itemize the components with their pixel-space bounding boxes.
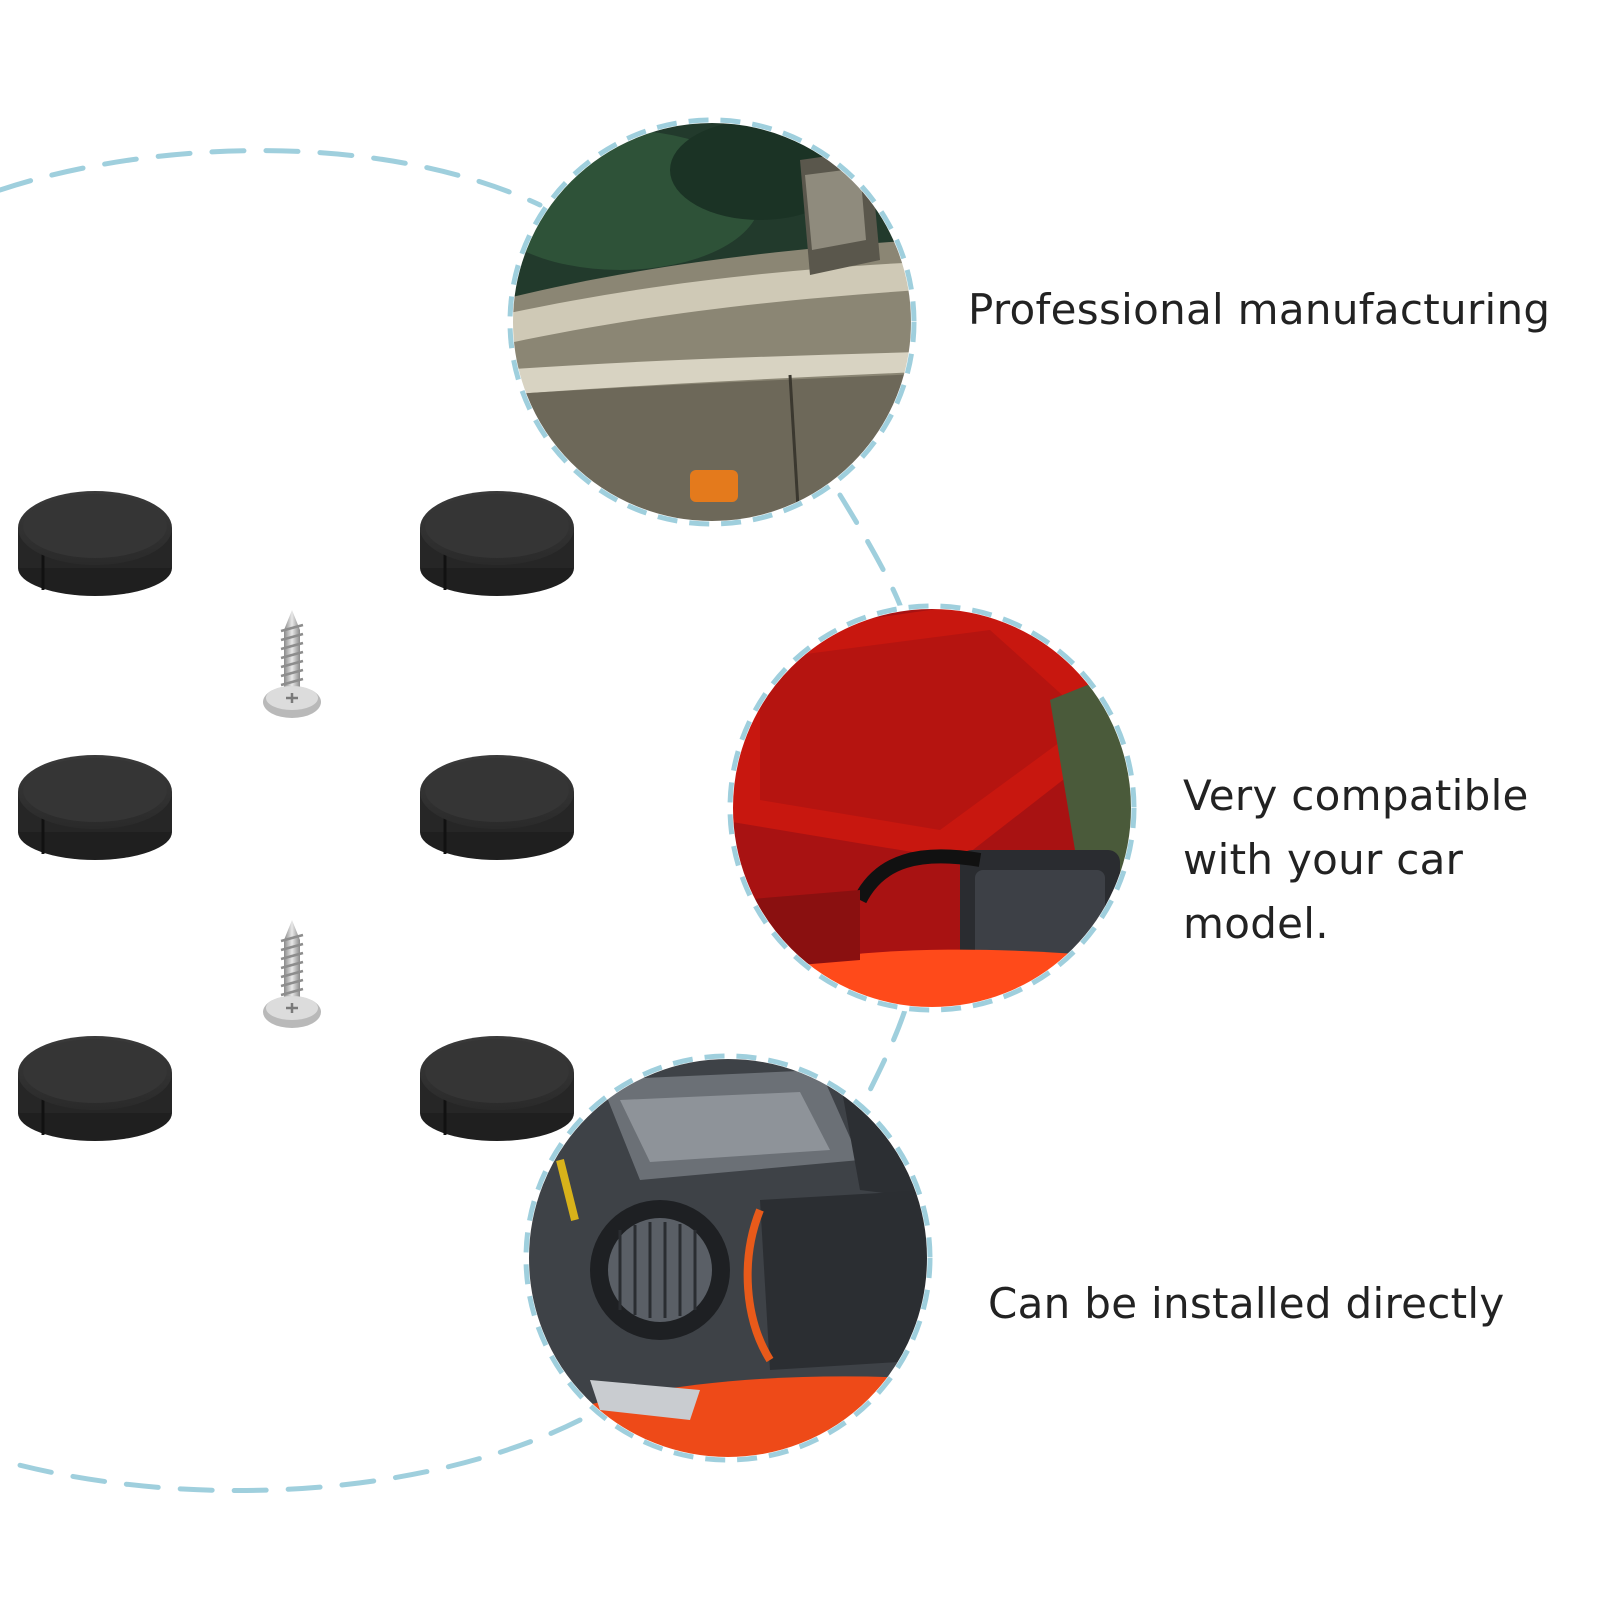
dashed-connector-arc <box>0 148 908 1494</box>
feature-caption-professional-manufacturing: Professional manufacturing <box>968 278 1550 342</box>
rubber-pad <box>18 491 172 596</box>
feature-caption-compatibility: Very compatible with your car model. <box>1183 764 1529 956</box>
rubber-pads-group <box>18 491 574 1141</box>
screws-group <box>263 610 321 1028</box>
car-body-panel-photo <box>507 117 917 527</box>
rubber-pad <box>18 1036 172 1141</box>
open-car-hood-photo <box>727 603 1137 1013</box>
feature-caption-line: Very compatible <box>1183 771 1529 820</box>
rubber-pad <box>420 755 574 860</box>
feature-caption-line: model. <box>1183 899 1329 948</box>
screw <box>263 920 321 1028</box>
feature-caption-line: Professional manufacturing <box>968 285 1551 334</box>
feature-caption-line: Can be installed directly <box>988 1279 1505 1328</box>
dashed-arc-path <box>0 148 908 1494</box>
rubber-pad <box>18 755 172 860</box>
feature-caption-direct-install: Can be installed directly <box>988 1272 1505 1336</box>
rubber-pad <box>420 1036 574 1141</box>
screw <box>263 610 321 718</box>
feature-caption-line: with your car <box>1183 835 1464 884</box>
engine-bay-photo <box>523 1053 933 1463</box>
rubber-pad <box>420 491 574 596</box>
